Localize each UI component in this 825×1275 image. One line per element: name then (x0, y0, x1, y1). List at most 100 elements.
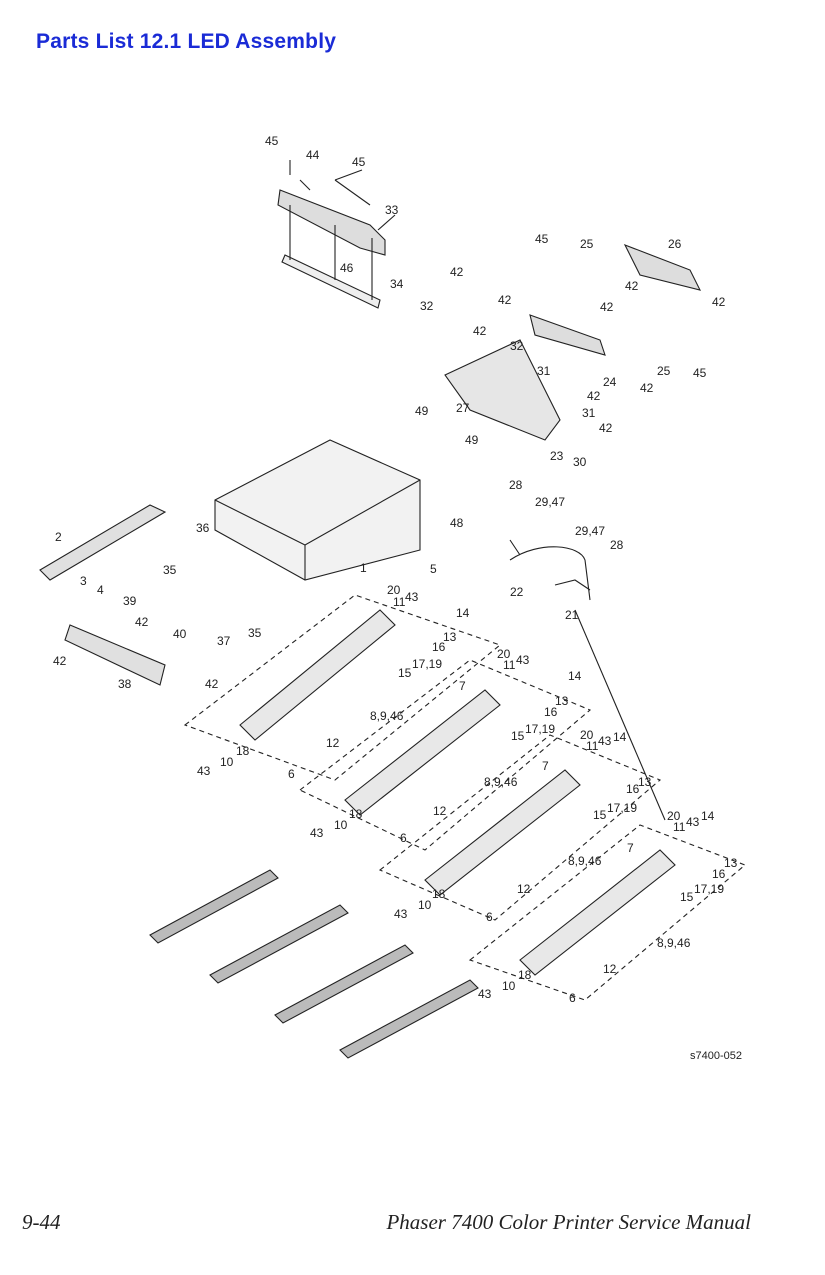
svg-text:13: 13 (724, 856, 738, 870)
svg-text:20: 20 (580, 728, 594, 742)
svg-text:45: 45 (535, 232, 549, 246)
svg-text:21: 21 (565, 608, 579, 622)
svg-text:7: 7 (542, 759, 549, 773)
svg-text:38: 38 (118, 677, 132, 691)
svg-text:10: 10 (502, 979, 516, 993)
svg-text:34: 34 (390, 277, 404, 291)
svg-text:6: 6 (569, 991, 576, 1005)
svg-text:43: 43 (598, 734, 612, 748)
svg-text:43: 43 (405, 590, 419, 604)
svg-text:37: 37 (217, 634, 231, 648)
svg-text:43: 43 (686, 815, 700, 829)
svg-text:43: 43 (310, 826, 324, 840)
figure-reference-id: s7400-052 (690, 1050, 742, 1062)
svg-text:42: 42 (712, 295, 726, 309)
svg-text:18: 18 (349, 807, 363, 821)
svg-text:31: 31 (537, 364, 551, 378)
svg-text:31: 31 (582, 406, 596, 420)
svg-text:11: 11 (586, 739, 599, 753)
manual-title: Phaser 7400 Color Printer Service Manual (386, 1210, 751, 1234)
svg-text:25: 25 (657, 364, 671, 378)
svg-text:6: 6 (400, 831, 407, 845)
svg-text:16: 16 (544, 705, 558, 719)
svg-text:36: 36 (196, 521, 210, 535)
svg-text:20: 20 (497, 647, 511, 661)
svg-text:42: 42 (473, 324, 487, 338)
svg-text:15: 15 (680, 890, 694, 904)
svg-text:33: 33 (385, 203, 399, 217)
svg-text:46: 46 (340, 261, 354, 275)
svg-text:4: 4 (97, 583, 104, 597)
svg-text:43: 43 (197, 764, 211, 778)
svg-text:42: 42 (640, 381, 654, 395)
svg-text:42: 42 (498, 293, 512, 307)
svg-text:11: 11 (503, 658, 516, 672)
svg-text:35: 35 (248, 626, 262, 640)
svg-text:25: 25 (580, 237, 594, 251)
svg-text:12: 12 (326, 736, 340, 750)
svg-text:49: 49 (465, 433, 479, 447)
svg-text:8,9,46: 8,9,46 (484, 775, 518, 789)
svg-text:15: 15 (593, 808, 607, 822)
svg-text:10: 10 (334, 818, 348, 832)
svg-text:22: 22 (510, 585, 524, 599)
svg-text:11: 11 (673, 820, 686, 834)
svg-text:35: 35 (163, 563, 177, 577)
svg-text:45: 45 (265, 134, 279, 148)
svg-text:42: 42 (450, 265, 464, 279)
svg-text:28: 28 (610, 538, 624, 552)
svg-text:42: 42 (625, 279, 639, 293)
svg-text:42: 42 (600, 300, 614, 314)
svg-text:43: 43 (394, 907, 408, 921)
svg-text:5: 5 (430, 562, 437, 576)
svg-text:15: 15 (398, 666, 412, 680)
svg-text:39: 39 (123, 594, 137, 608)
svg-text:6: 6 (486, 910, 493, 924)
svg-text:18: 18 (236, 744, 250, 758)
svg-text:49: 49 (415, 404, 429, 418)
svg-text:7: 7 (459, 679, 466, 693)
svg-text:2: 2 (55, 530, 62, 544)
svg-text:15: 15 (511, 729, 525, 743)
svg-text:1: 1 (360, 561, 367, 575)
svg-text:20: 20 (667, 809, 681, 823)
svg-text:16: 16 (432, 640, 446, 654)
svg-text:43: 43 (516, 653, 530, 667)
svg-text:17,19: 17,19 (607, 801, 637, 815)
svg-text:13: 13 (443, 630, 457, 644)
svg-text:14: 14 (701, 809, 715, 823)
svg-text:16: 16 (712, 867, 726, 881)
svg-text:13: 13 (638, 775, 652, 789)
page-title: Parts List 12.1 LED Assembly (36, 30, 337, 53)
svg-text:42: 42 (587, 389, 601, 403)
svg-text:3: 3 (80, 574, 87, 588)
svg-text:42: 42 (205, 677, 219, 691)
svg-text:32: 32 (510, 339, 524, 353)
svg-text:10: 10 (220, 755, 234, 769)
svg-text:42: 42 (599, 421, 613, 435)
svg-text:12: 12 (603, 962, 617, 976)
svg-text:42: 42 (135, 615, 149, 629)
svg-text:8,9,46: 8,9,46 (370, 709, 404, 723)
svg-text:14: 14 (568, 669, 582, 683)
svg-text:17,19: 17,19 (694, 882, 724, 896)
svg-text:16: 16 (626, 782, 640, 796)
svg-text:10: 10 (418, 898, 432, 912)
svg-text:17,19: 17,19 (525, 722, 555, 736)
svg-text:14: 14 (456, 606, 470, 620)
page-number: 9-44 (22, 1210, 61, 1234)
svg-text:18: 18 (432, 887, 446, 901)
svg-text:45: 45 (352, 155, 366, 169)
svg-text:30: 30 (573, 455, 587, 469)
svg-text:18: 18 (518, 968, 532, 982)
svg-text:45: 45 (693, 366, 707, 380)
svg-text:40: 40 (173, 627, 187, 641)
svg-text:29,47: 29,47 (575, 524, 605, 538)
svg-text:13: 13 (555, 694, 569, 708)
svg-text:7: 7 (627, 841, 634, 855)
svg-text:6: 6 (288, 767, 295, 781)
svg-text:14: 14 (613, 730, 627, 744)
svg-text:12: 12 (517, 882, 531, 896)
